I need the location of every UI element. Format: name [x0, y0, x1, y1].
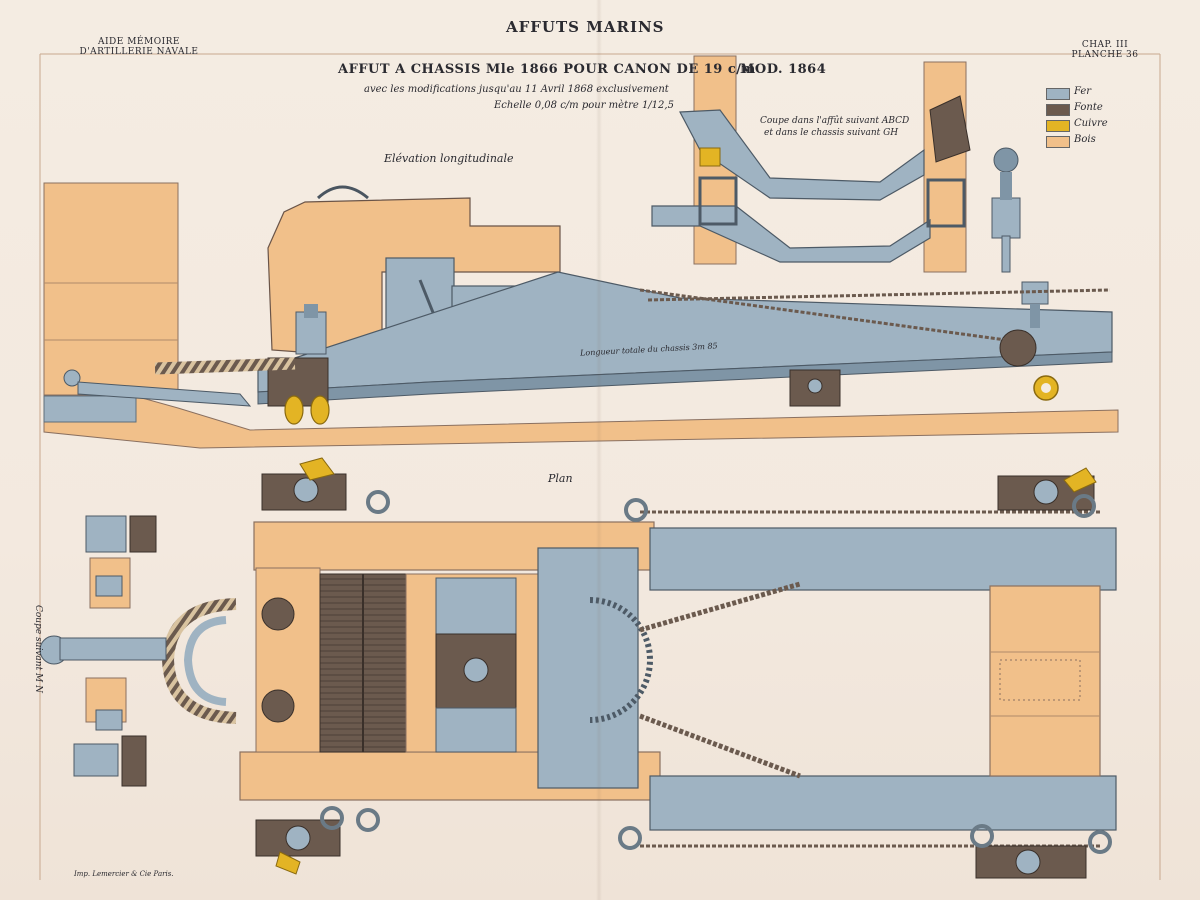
- legend-swatch-cuivre: [1046, 120, 1070, 132]
- legend-label-bois: Bois: [1074, 134, 1096, 145]
- legend-label-fer: Fer: [1074, 86, 1092, 97]
- copper-wheels: [284, 375, 1059, 425]
- corner-label-left-line1: AIDE MÉMOIRE: [98, 37, 180, 47]
- breeching-rope: [154, 288, 1111, 375]
- section-label-line2: et dans le chassis suivant GH: [764, 128, 899, 138]
- legend-swatch-fer: [1046, 88, 1070, 100]
- slide-rail: [257, 271, 1113, 405]
- plan-top-rail: [253, 521, 1117, 591]
- scale-note: Echelle 0,08 c/m pour mètre 1/12,5: [494, 100, 674, 111]
- elevation-label: Elévation longitudinale: [384, 152, 514, 165]
- corner-label-right-line1: CHAP. III: [1081, 40, 1129, 50]
- plan-ropes: [639, 510, 1100, 848]
- section-view: [651, 55, 1021, 273]
- section-label-line1: Coupe dans l'affût suivant ABCD: [760, 116, 910, 126]
- section-mn-parts: [73, 515, 157, 787]
- plan-slide-plate: [537, 547, 653, 789]
- plan-carriage-body: [255, 567, 539, 753]
- plan-bottom-rail: [239, 751, 1117, 831]
- plan-label: Plan: [548, 472, 573, 485]
- pivot-block: [789, 369, 841, 407]
- plate-heading: AFFUTS MARINS: [506, 18, 665, 36]
- front-hook: [63, 369, 252, 407]
- plan-rings: [320, 490, 1112, 854]
- modifications-note: avec les modifications jusqu'au 11 Avril…: [364, 84, 669, 95]
- plan-corner-trucks: [255, 457, 1097, 879]
- ship-bulwark: [43, 182, 179, 396]
- corner-label-right-line2: PLANCHE 36: [1071, 50, 1139, 60]
- gun-carriage-cheek: [267, 185, 561, 353]
- plan-view: [39, 457, 1117, 879]
- printer-imprint: Imp. Lemercier & Cie Paris.: [74, 870, 174, 878]
- corner-label-left-line2: D'ARTILLERIE NAVALE: [79, 47, 199, 57]
- side-cut-label: Coupe suivant M N: [33, 604, 44, 694]
- legend-swatch-fonte: [1046, 104, 1070, 116]
- legend-label-fonte: Fonte: [1074, 102, 1103, 113]
- plan-breeching-yoke: [39, 597, 295, 724]
- legend-swatch-bois: [1046, 136, 1070, 148]
- plan-rear-transom: [989, 585, 1101, 777]
- legend-label-cuivre: Cuivre: [1074, 118, 1108, 129]
- model-label: MOD. 1864: [740, 62, 827, 77]
- elevation-view: [43, 182, 1119, 449]
- deck-timber: [43, 395, 1119, 449]
- rear-compressor: [999, 281, 1049, 367]
- drawing-title: AFFUT A CHASSIS Mle 1866 POUR CANON DE 1…: [338, 62, 756, 77]
